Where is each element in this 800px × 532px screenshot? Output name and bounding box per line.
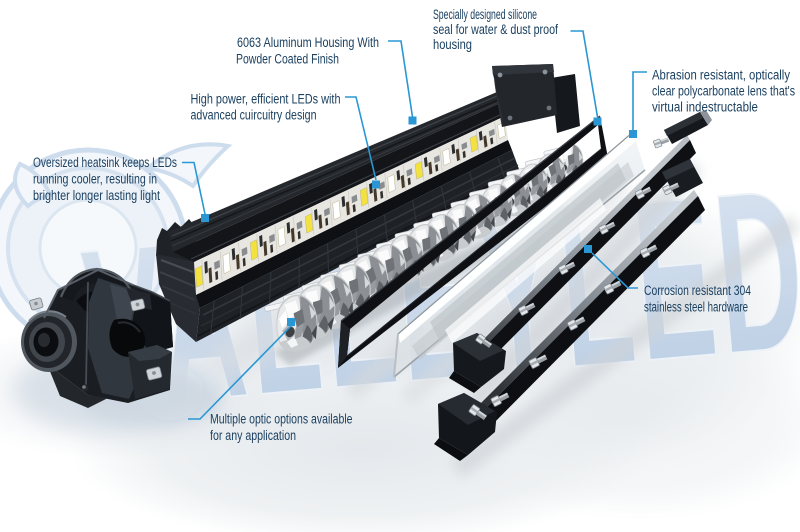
svg-text:6063 Aluminum Housing With: 6063 Aluminum Housing With	[237, 35, 379, 50]
svg-text:seal for water & dust proof: seal for water & dust proof	[433, 22, 558, 37]
svg-text:housing: housing	[433, 37, 472, 52]
svg-text:running cooler, resulting in: running cooler, resulting in	[33, 172, 157, 187]
svg-text:clear polycarbonate lens that': clear polycarbonate lens that's	[652, 84, 795, 99]
svg-text:virtual indestructable: virtual indestructable	[652, 100, 758, 115]
svg-text:stainless steel hardware: stainless steel hardware	[644, 300, 748, 315]
svg-text:Powder Coated Finish: Powder Coated Finish	[236, 52, 339, 67]
svg-text:Oversized heatsink keeps LEDs: Oversized heatsink keeps LEDs	[33, 155, 177, 170]
svg-text:Multiple optic options availab: Multiple optic options available	[210, 412, 353, 427]
svg-text:Specially designed silicone: Specially designed silicone	[433, 7, 537, 22]
svg-text:Corrosion resistant 304: Corrosion resistant 304	[644, 283, 751, 298]
svg-text:advanced cuircuitry design: advanced cuircuitry design	[191, 108, 317, 123]
svg-text:High power, efficient LEDs wit: High power, efficient LEDs with	[191, 92, 341, 107]
svg-text:brighter longer lasting light: brighter longer lasting light	[33, 188, 160, 203]
svg-text:for any application: for any application	[210, 428, 296, 443]
svg-text:Abrasion resistant, optically: Abrasion resistant, optically	[652, 68, 790, 83]
